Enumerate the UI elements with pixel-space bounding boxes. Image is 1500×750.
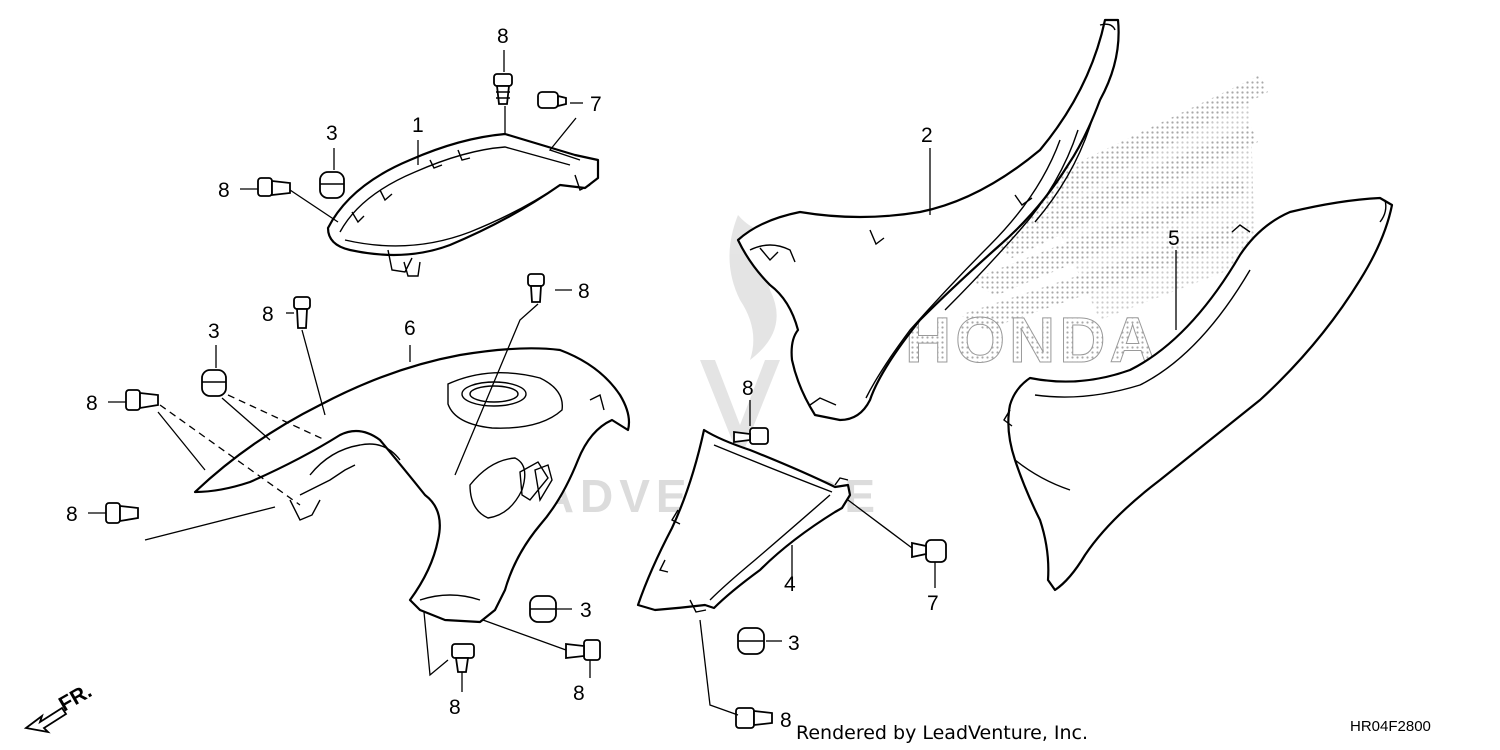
callout-3-part4[interactable]: 3 (788, 632, 800, 655)
nut-7-top[interactable] (537, 91, 567, 109)
part-4-lower-cover[interactable] (636, 428, 852, 613)
clip-8-bottom-left[interactable] (451, 643, 475, 673)
clip-8-upper-left[interactable] (257, 177, 291, 197)
callout-2[interactable]: 2 (921, 124, 933, 147)
clip-8-top[interactable] (493, 73, 513, 105)
clip-8-part4-bottom[interactable] (735, 707, 773, 729)
callout-8-upper-left[interactable]: 8 (218, 179, 230, 202)
grommet-3-bottom-center[interactable] (529, 595, 557, 623)
callout-8-top[interactable]: 8 (497, 25, 509, 48)
front-direction-indicator: FR. (23, 679, 96, 734)
part-2-side-panel[interactable] (736, 18, 1120, 422)
callout-8-part4-bottom[interactable]: 8 (780, 709, 792, 732)
nut-7-right[interactable] (911, 539, 947, 563)
leader-lines (88, 50, 1177, 716)
callout-8-center-top[interactable]: 8 (578, 280, 590, 303)
callout-4[interactable]: 4 (784, 573, 796, 596)
callout-3-upper[interactable]: 3 (326, 122, 338, 145)
honda-watermark-text: HONDA (905, 304, 1160, 376)
grommet-3-left[interactable] (201, 369, 227, 397)
callout-7-top[interactable]: 7 (590, 93, 602, 116)
clip-8-lower-left[interactable] (105, 502, 139, 524)
callout-8-bottom-left[interactable]: 8 (449, 696, 461, 719)
callout-8-far-left[interactable]: 8 (86, 392, 98, 415)
callout-1[interactable]: 1 (412, 114, 424, 137)
clip-8-part4-top[interactable] (733, 427, 769, 445)
callout-5[interactable]: 5 (1168, 227, 1180, 250)
clip-8-bottom-center[interactable] (565, 639, 601, 661)
callout-8-bottom-center[interactable]: 8 (573, 682, 585, 705)
callout-3-bottom-center[interactable]: 3 (580, 599, 592, 622)
honda-wing-watermark: HONDA (905, 75, 1268, 377)
clip-8-left-upper[interactable] (293, 296, 311, 329)
diagram-code: HR04F2800 (1350, 718, 1431, 735)
clip-8-far-left[interactable] (125, 389, 159, 411)
callout-6[interactable]: 6 (404, 317, 416, 340)
callout-7-right[interactable]: 7 (927, 592, 939, 615)
grommet-3-upper[interactable] (319, 171, 345, 199)
callout-3-left[interactable]: 3 (208, 320, 220, 343)
clip-8-center-top[interactable] (527, 273, 545, 303)
part-1-top-cover[interactable] (326, 132, 600, 277)
callout-8-lower-left[interactable]: 8 (66, 503, 78, 526)
part-5-right-panel[interactable] (1003, 196, 1394, 592)
callout-8-part4-top[interactable]: 8 (742, 377, 754, 400)
rendered-by-credit: Rendered by LeadVenture, Inc. (796, 722, 1088, 744)
callout-8-left-upper[interactable]: 8 (262, 303, 274, 326)
grommet-3-part4[interactable] (737, 627, 765, 655)
callouts: 1 2 3 3 3 3 4 5 6 7 7 8 8 8 8 8 8 8 8 8 … (66, 25, 1180, 732)
part-6-tank-cover[interactable] (193, 347, 631, 624)
